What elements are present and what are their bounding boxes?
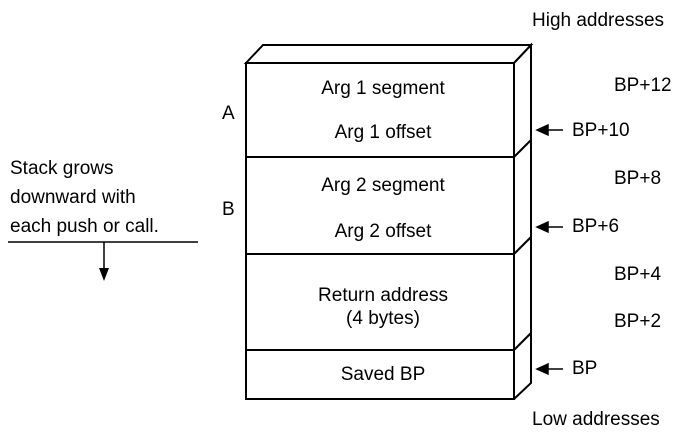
stack-box-side-face <box>513 42 532 400</box>
arg2-offset-cell: Arg 2 offset <box>334 221 432 242</box>
down-arrow-icon <box>99 268 109 281</box>
high-addresses-label: High addresses <box>532 10 665 31</box>
side-divider-1 <box>513 139 532 158</box>
offset-bp12: BP+12 <box>614 75 672 96</box>
low-addresses-label: Low addresses <box>532 409 660 430</box>
note-line-2: downward with <box>10 187 136 208</box>
offset-bp4: BP+4 <box>614 264 662 285</box>
offset-bp2: BP+2 <box>614 311 662 332</box>
offset-bp8: BP+8 <box>614 168 662 189</box>
note-line-1: Stack grows <box>10 158 114 179</box>
pointer-arrows <box>535 123 563 376</box>
group-a-label: A <box>222 103 235 124</box>
saved-bp-cell: Saved BP <box>340 364 426 385</box>
side-divider-2 <box>513 236 532 255</box>
offset-bp: BP <box>572 358 598 379</box>
arg1-segment-cell: Arg 1 segment <box>321 78 445 99</box>
stack-box <box>243 42 534 400</box>
group-b-label: B <box>222 199 235 220</box>
arg2-segment-cell: Arg 2 segment <box>321 175 445 196</box>
left-arrow-icon <box>535 220 549 234</box>
return-address-cell-line2: (4 bytes) <box>346 308 420 329</box>
return-address-cell-line1: Return address <box>318 285 448 306</box>
offset-bp6: BP+6 <box>572 216 620 237</box>
offset-bp10: BP+10 <box>572 120 630 141</box>
left-arrow-icon <box>535 123 549 137</box>
left-arrow-icon <box>535 362 549 376</box>
side-divider-3 <box>513 332 532 351</box>
stack-box-top-face <box>243 44 534 64</box>
arg1-offset-cell: Arg 1 offset <box>334 122 432 143</box>
stack-box-front <box>245 62 515 400</box>
note-line-3: each push or call. <box>10 216 159 237</box>
